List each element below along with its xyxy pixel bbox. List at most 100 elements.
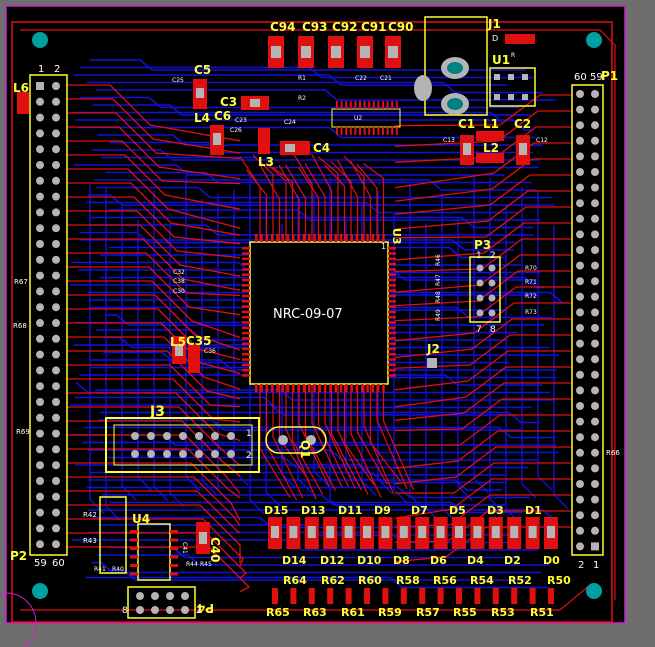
header-pin — [52, 350, 60, 359]
chip-pin — [336, 101, 338, 109]
svg-text:8: 8 — [490, 325, 496, 335]
chip-pin — [349, 127, 352, 135]
top-trace — [363, 163, 385, 242]
chip-pin — [265, 384, 269, 392]
header-pin — [36, 429, 44, 438]
svg-text:L1: L1 — [483, 117, 499, 131]
led-row — [268, 517, 558, 549]
chip-pin — [130, 547, 138, 550]
svg-text:L6: L6 — [13, 81, 29, 95]
top-trace — [67, 238, 241, 291]
top-trace — [67, 294, 241, 351]
svg-text:2: 2 — [490, 251, 496, 261]
chip-pin — [308, 234, 311, 242]
resistor-label: R53 — [491, 606, 515, 619]
header-pin — [52, 429, 60, 438]
header-pin — [36, 366, 44, 375]
chip-pin — [318, 384, 322, 392]
chip-pin — [242, 278, 250, 282]
header-p2-outline — [29, 74, 68, 556]
chip-pin — [334, 384, 337, 392]
chip-pin — [340, 127, 343, 135]
top-trace — [356, 384, 389, 485]
chip-pin — [388, 247, 396, 250]
header-p4-outline — [127, 586, 196, 619]
chip-pin — [345, 127, 348, 135]
bottom-trace — [108, 569, 530, 581]
led-body — [326, 526, 335, 538]
top-trace-border — [11, 21, 613, 623]
connector-j3-inner — [113, 424, 253, 466]
bottom-trace — [99, 411, 540, 424]
header-pin — [591, 386, 599, 395]
top-trace — [67, 112, 241, 160]
svg-text:2: 2 — [578, 560, 584, 571]
header-pin — [52, 255, 60, 264]
header-pin — [591, 480, 599, 488]
chip-pin — [382, 127, 384, 135]
bottom-trace — [91, 149, 541, 161]
chip-pin — [242, 268, 250, 271]
chip-pin — [388, 310, 396, 314]
chip-pin — [363, 127, 366, 135]
top-trace — [67, 518, 244, 567]
top-trace — [20, 29, 616, 600]
connector-pin — [211, 432, 219, 440]
chip-pin — [340, 101, 343, 109]
chip-pin — [382, 384, 385, 392]
header-pin — [576, 292, 584, 301]
chip-pin — [388, 368, 396, 372]
chip-pin — [242, 310, 250, 314]
chip-pin — [270, 384, 274, 392]
header-pin — [36, 192, 44, 201]
header-pin — [36, 240, 44, 248]
top-trace — [394, 398, 572, 432]
header-pin — [52, 161, 60, 169]
chip-pin — [242, 374, 250, 377]
header-pin — [52, 129, 60, 138]
svg-text:C2: C2 — [514, 117, 531, 131]
u3-pin1-label: 1 — [381, 242, 386, 251]
bottom-trace — [86, 81, 543, 94]
svg-text:C6: C6 — [214, 109, 231, 123]
chip-pin — [170, 555, 178, 559]
connector-pin — [163, 432, 171, 440]
header-pin — [591, 355, 599, 364]
small-label: D — [492, 34, 498, 43]
header-pin — [576, 370, 584, 379]
u2-pins — [336, 101, 398, 135]
top-trace — [67, 420, 241, 477]
chip-pin — [130, 564, 138, 567]
svg-text:C92: C92 — [332, 20, 358, 34]
chip-pin — [242, 294, 250, 298]
small-label: C30 — [173, 288, 185, 295]
header-pin — [52, 398, 60, 406]
chip-pin — [382, 234, 385, 242]
bottom-trace — [441, 192, 457, 523]
header-pin — [591, 214, 599, 223]
header-pin — [52, 192, 60, 201]
chip-pin — [242, 321, 250, 324]
bottom-trace — [108, 209, 541, 221]
chip-pin — [366, 384, 369, 392]
connector-pin — [211, 450, 219, 458]
chip-pin — [242, 331, 250, 335]
led-label: D5 — [449, 504, 466, 517]
top-trace — [330, 160, 352, 242]
header-pin — [52, 366, 60, 375]
chip-pin — [359, 101, 361, 109]
top-trace — [394, 238, 572, 272]
top-trace — [304, 384, 337, 491]
small-label: C12 — [536, 137, 548, 144]
chip-pin — [170, 547, 178, 550]
chip-pin — [386, 127, 389, 135]
bottom-trace — [121, 205, 137, 501]
top-trace — [394, 286, 572, 322]
small-label: R72 — [525, 293, 537, 300]
resistor-pad — [382, 588, 389, 604]
chip-pin — [170, 572, 178, 576]
bottom-trace — [109, 501, 522, 514]
top-trace — [67, 140, 241, 185]
svg-text:C91: C91 — [361, 20, 387, 34]
